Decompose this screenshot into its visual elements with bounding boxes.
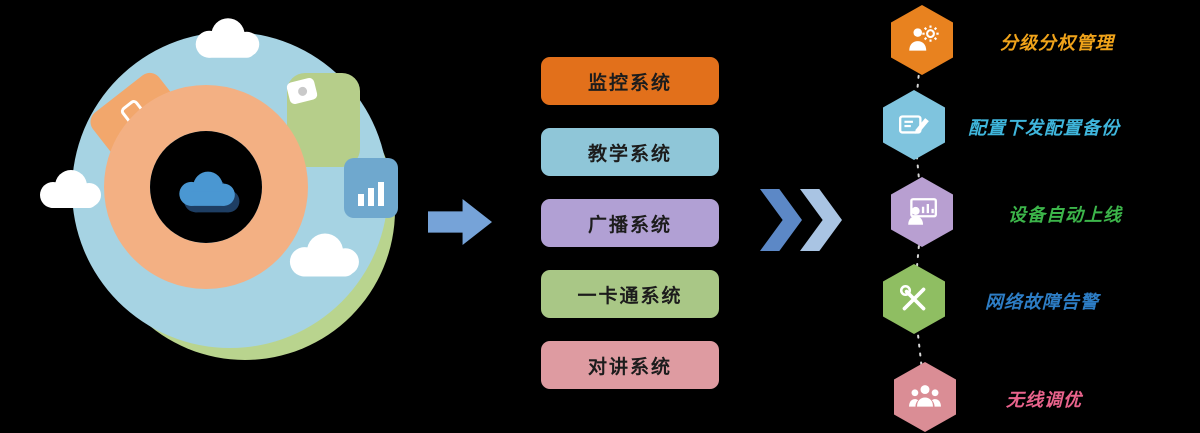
- chevron-light-icon: [800, 189, 842, 251]
- white-cloud-top: [195, 18, 260, 58]
- white-cloud-left: [40, 170, 101, 208]
- right-arrow: [428, 199, 492, 245]
- document-edit-icon: [899, 115, 929, 134]
- presentation-person-icon: [908, 198, 937, 225]
- camera-lens: [296, 85, 308, 97]
- chevron-dark-icon: [760, 189, 802, 251]
- white-cloud-bottom-right: [289, 233, 359, 277]
- system-block-monitoring: 监控系统: [541, 57, 719, 105]
- system-block-onecard: 一卡通系统: [541, 270, 719, 318]
- crossed-tools-icon: [899, 284, 926, 311]
- system-block-broadcast: 广播系统: [541, 199, 719, 247]
- bar-chart-icon: [358, 194, 364, 206]
- person-gear-icon: [909, 25, 939, 51]
- cloud-icon: [179, 171, 240, 213]
- feature-label-fault-alarm: 网络故障告警: [985, 292, 1099, 313]
- system-block-teaching: 教学系统: [541, 128, 719, 176]
- feature-label-config: 配置下发配置备份: [968, 118, 1120, 139]
- people-group-icon: [909, 385, 941, 407]
- cloud-platform-illustration: [0, 0, 430, 433]
- feature-label-auto-online: 设备自动上线: [1008, 205, 1122, 226]
- stats-device-tile: [344, 158, 398, 218]
- system-block-intercom: 对讲系统: [541, 341, 719, 389]
- feature-label-management: 分级分权管理: [1000, 33, 1114, 54]
- feature-label-wireless-tuning: 无线调优: [1006, 390, 1082, 411]
